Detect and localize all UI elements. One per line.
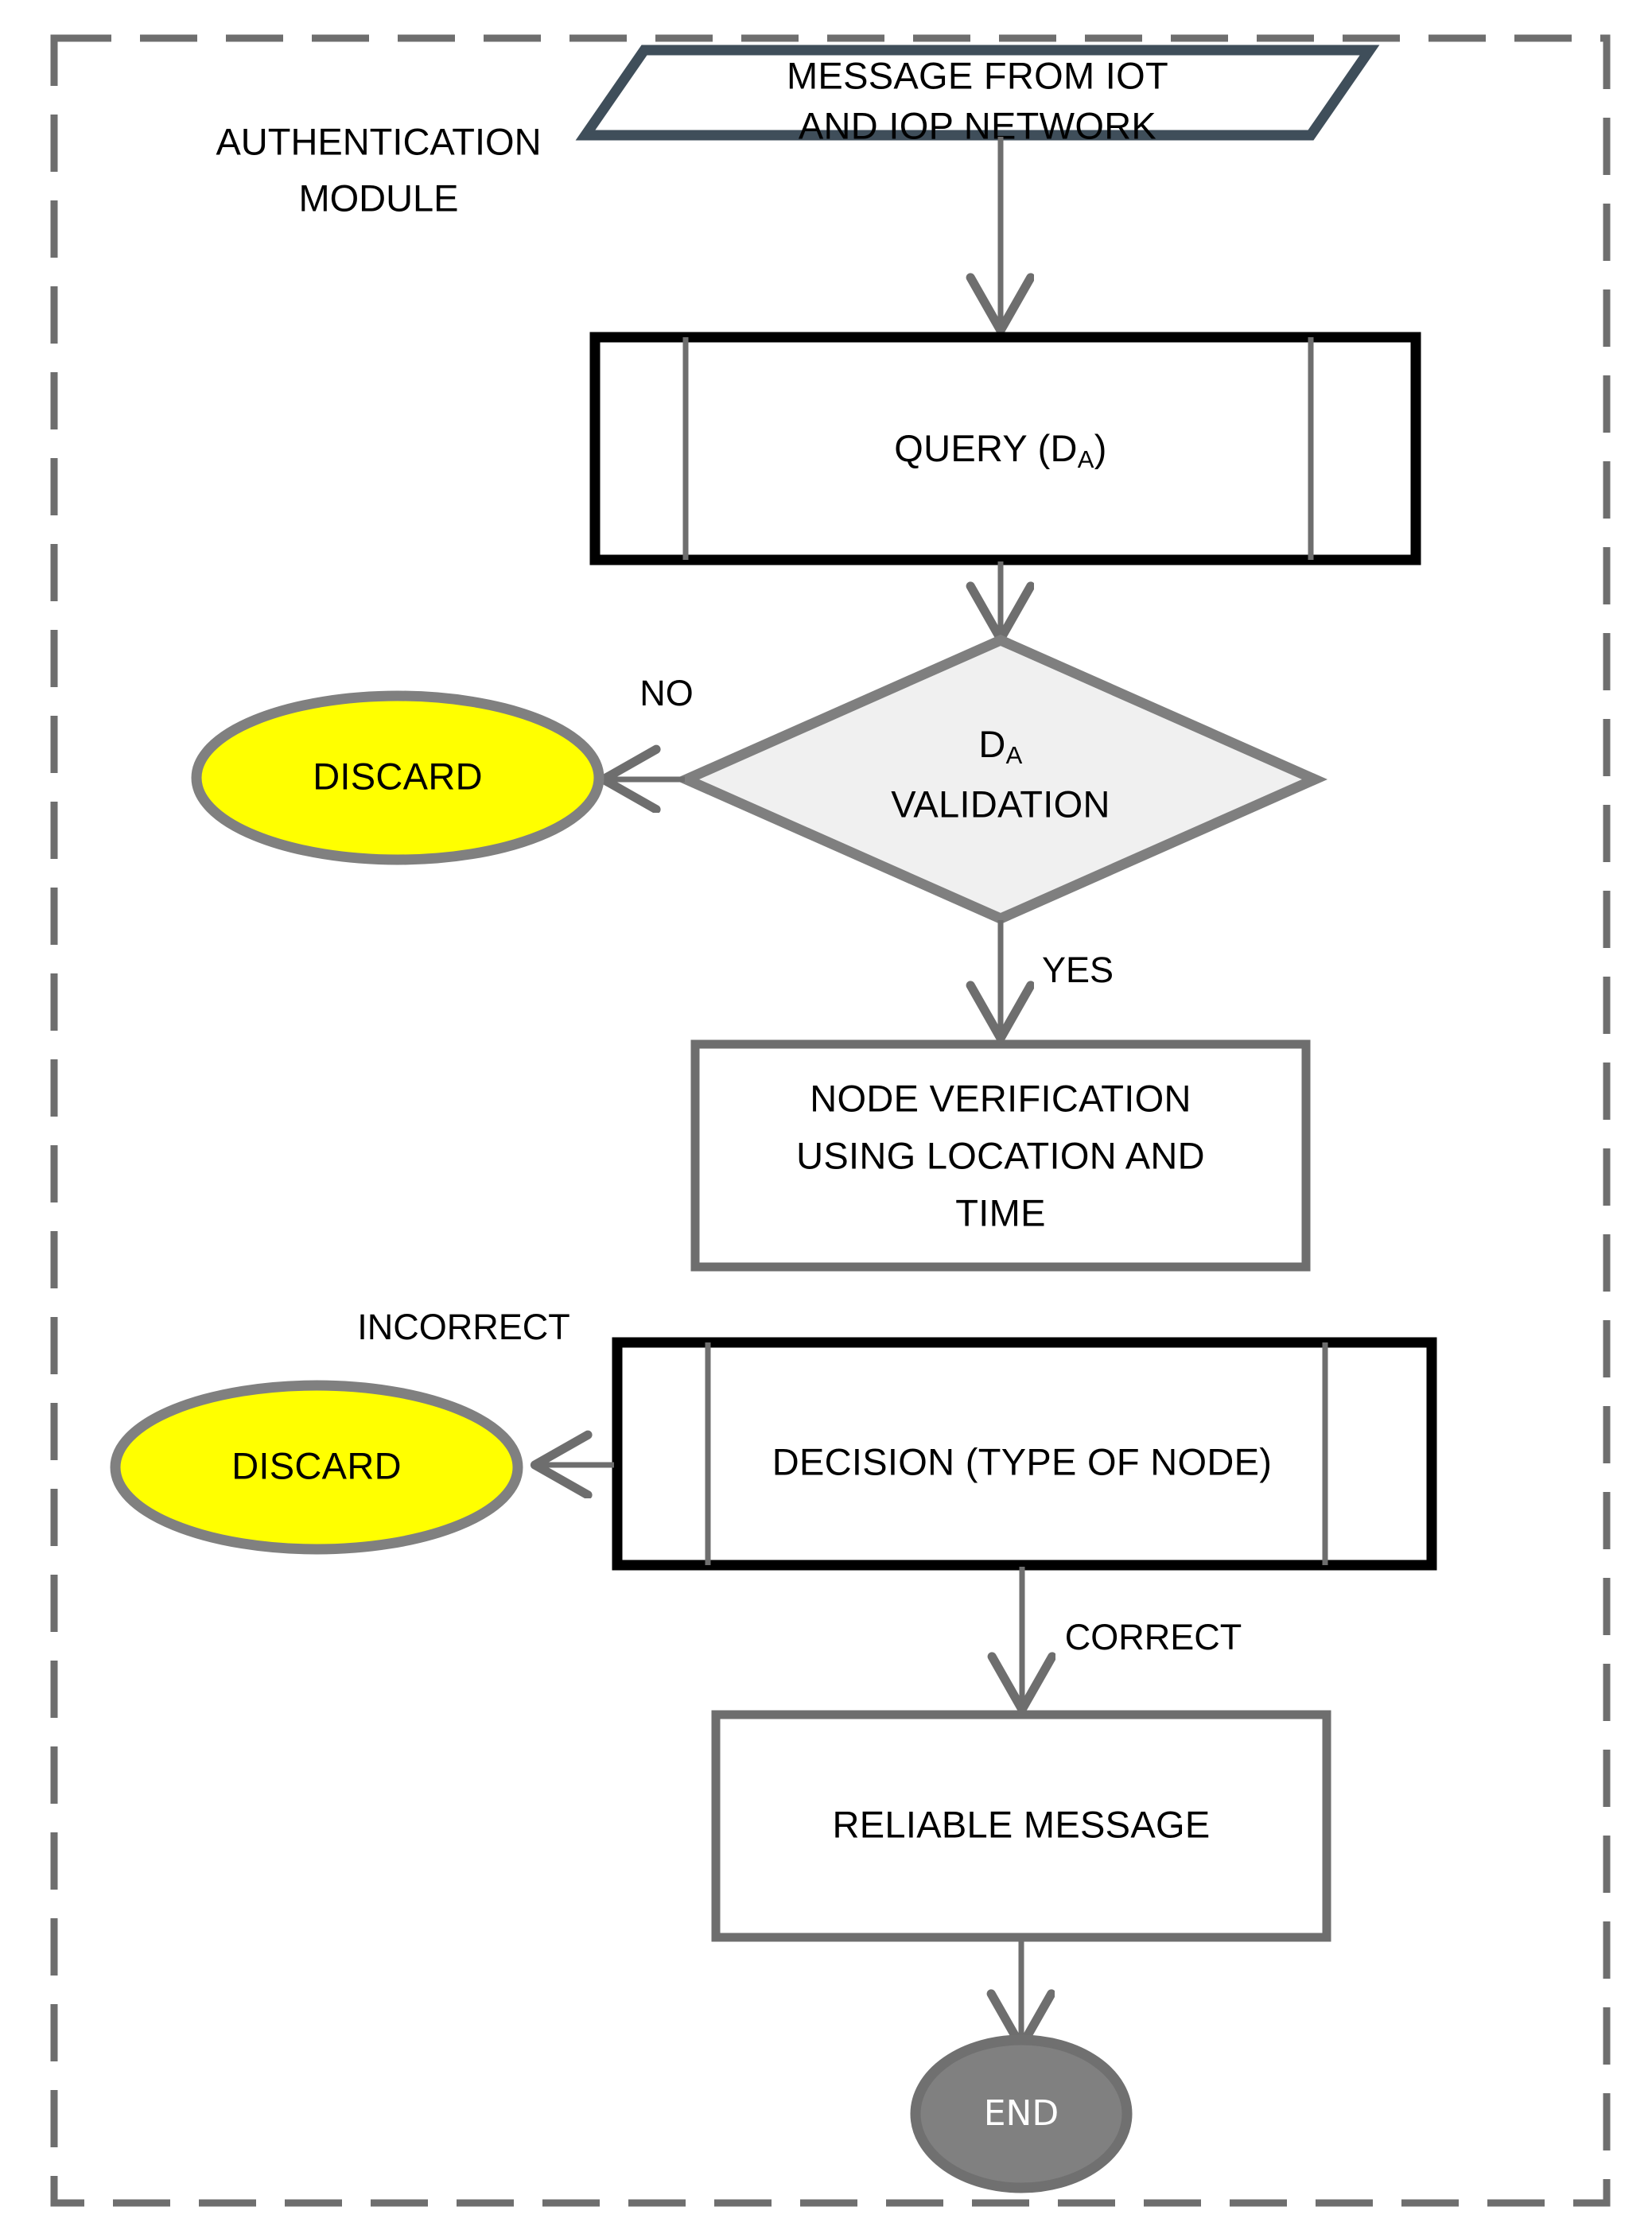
- query-label-tail: ): [1094, 427, 1107, 469]
- edge-label-no: NO: [639, 673, 694, 713]
- discard-bottom-label: DISCARD: [231, 1444, 402, 1486]
- node-verification-line2: USING LOCATION AND: [796, 1134, 1205, 1176]
- node-verification-line3: TIME: [955, 1191, 1045, 1233]
- reliable-message-box: [711, 1710, 1331, 1942]
- module-label-line1: AUTHENTICATION: [216, 120, 541, 162]
- reliable-message-label: RELIABLE MESSAGE: [833, 1803, 1211, 1845]
- node-verification-box: [690, 1039, 1311, 1272]
- validation-line1-subscript: A: [1006, 741, 1023, 769]
- query-label: QUERY (DA): [894, 427, 1106, 473]
- input-message-line2: AND IOP NETWORK: [799, 104, 1156, 146]
- query-label-subscript: A: [1078, 445, 1094, 473]
- decision-label: DECISION (TYPE OF NODE): [772, 1440, 1272, 1482]
- input-message-parallelogram: [575, 45, 1380, 141]
- query-box-outer: [589, 332, 1421, 565]
- query-label-main: QUERY (D: [894, 427, 1078, 469]
- discard-top-label: DISCARD: [313, 755, 483, 797]
- edge-label-yes: YES: [1042, 950, 1114, 990]
- discard-top-ellipse: [191, 690, 604, 865]
- validation-line1: DA: [978, 723, 1022, 769]
- validation-line2: VALIDATION: [891, 783, 1110, 825]
- discard-bottom-ellipse: [110, 1380, 523, 1555]
- node-verification-line1: NODE VERIFICATION: [810, 1077, 1191, 1119]
- module-boundary-dashed-rect: [50, 34, 1611, 2207]
- module-label-line2: MODULE: [298, 177, 458, 219]
- edge-label-incorrect: INCORRECT: [357, 1307, 570, 1347]
- decision-box-outer: [612, 1337, 1437, 1571]
- input-message-line1: MESSAGE FROM IOT: [787, 54, 1168, 96]
- end-terminator-ellipse: [910, 2034, 1133, 2193]
- edge-label-correct: CORRECT: [1065, 1617, 1242, 1657]
- validation-line1-main: D: [978, 723, 1005, 765]
- end-label: END: [984, 2093, 1059, 2134]
- validation-diamond: [673, 634, 1328, 925]
